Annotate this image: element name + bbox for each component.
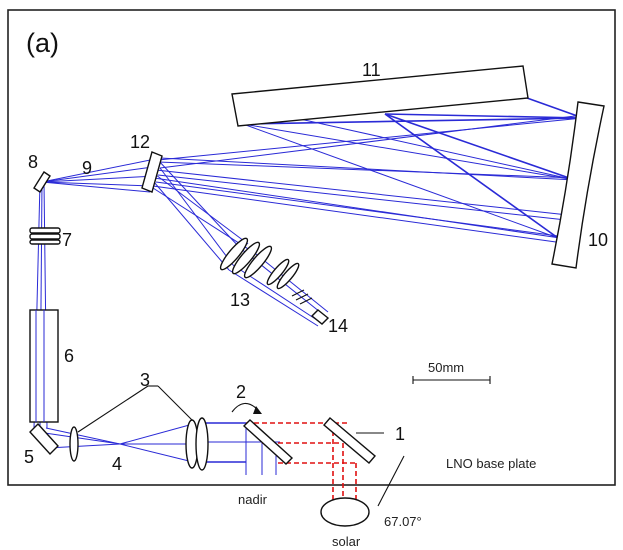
label-6: 6 — [64, 346, 74, 366]
angle-label: 67.07° — [384, 514, 422, 529]
diagram-frame — [7, 9, 616, 486]
rotation-arrow — [231, 402, 259, 413]
panel-label: (a) — [26, 28, 59, 58]
element-13-lens-group — [219, 237, 300, 290]
element-2-flip-mirror — [242, 419, 294, 465]
base-plate-label: LNO base plate — [446, 456, 536, 471]
leader-3b — [157, 385, 193, 421]
label-13: 13 — [230, 290, 250, 310]
label-9: 9 — [82, 158, 92, 178]
element-12 — [141, 151, 163, 193]
element-1-mirror — [323, 417, 376, 464]
label-4: 4 — [112, 454, 122, 474]
element-14-detector — [291, 289, 330, 325]
leader-angle — [377, 455, 405, 507]
solar-label: solar — [332, 534, 361, 549]
element-3-lens-a — [69, 426, 79, 462]
label-8: 8 — [28, 152, 38, 172]
spectrometer-rays — [41, 97, 584, 327]
rotation-arrow-head — [253, 406, 262, 414]
label-14: 14 — [328, 316, 348, 336]
label-1: 1 — [395, 424, 405, 444]
leader-3a — [77, 385, 149, 433]
scale-bar-label: 50mm — [428, 360, 464, 375]
element-8-mirror — [33, 171, 51, 193]
element-7-lens — [29, 227, 61, 245]
scale-bar — [412, 376, 491, 384]
element-5-mirror — [29, 422, 59, 456]
label-11: 11 — [362, 60, 381, 80]
element-10-mirror — [551, 101, 605, 269]
label-3: 3 — [140, 370, 150, 390]
element-3-lens-b — [185, 417, 209, 471]
label-2: 2 — [236, 382, 246, 402]
label-10: 10 — [588, 230, 608, 250]
label-5: 5 — [24, 447, 34, 467]
nadir-label: nadir — [238, 492, 268, 507]
label-7: 7 — [62, 230, 72, 250]
element-11-mirror — [231, 65, 529, 127]
solar-aperture — [320, 497, 370, 527]
label-12: 12 — [130, 132, 150, 152]
